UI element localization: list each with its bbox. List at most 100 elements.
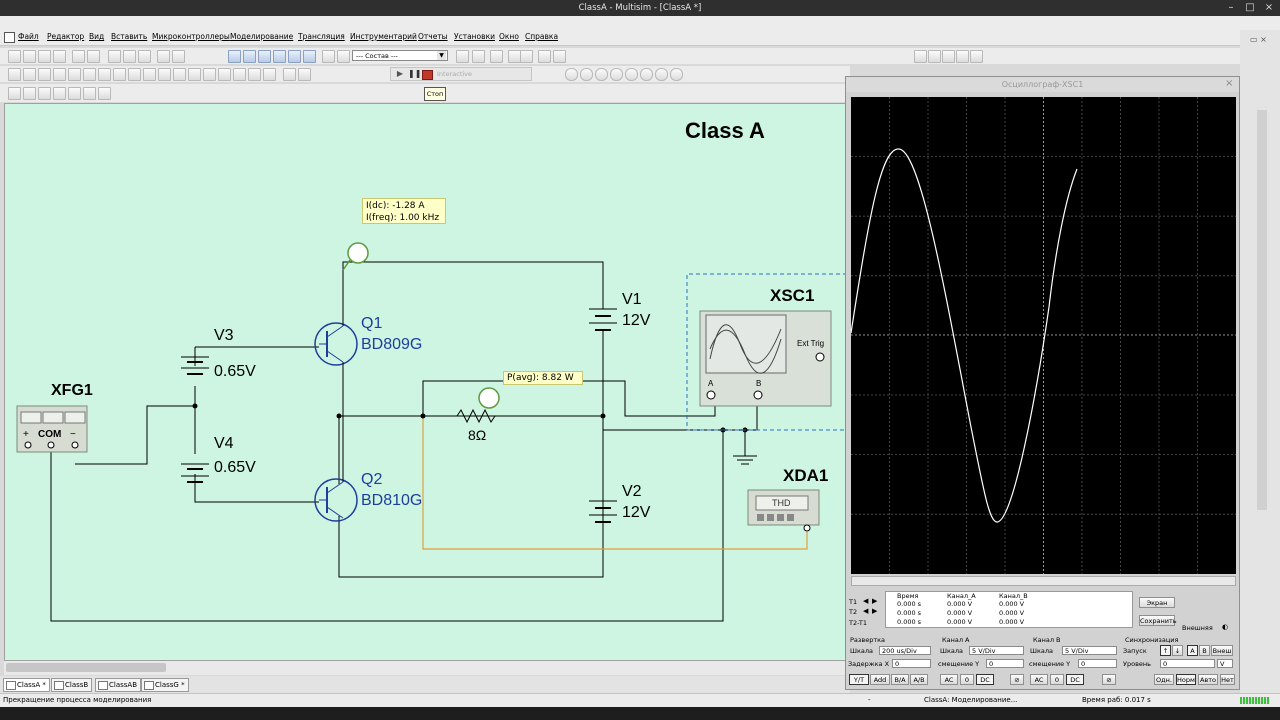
instrument-7-icon[interactable]	[98, 87, 111, 100]
channel-a-scale-input[interactable]: 5 V/Div	[969, 646, 1024, 655]
electrical-rules-icon[interactable]	[303, 50, 316, 63]
schematic-canvas[interactable]: Class A I(dc): -1.28 A I(freq): 1.00 kHz…	[4, 103, 847, 661]
forward-annotate-icon[interactable]	[337, 50, 350, 63]
probe-5-icon[interactable]	[625, 68, 638, 81]
trigger-normal-button[interactable]: Норм	[1176, 674, 1196, 685]
timebase-scale-input[interactable]: 200 us/Div	[879, 646, 931, 655]
component-group-11-icon[interactable]	[158, 68, 171, 81]
menu-edit[interactable]: Редактор	[47, 32, 85, 41]
trigger-source-b-button[interactable]: B	[1199, 645, 1210, 656]
channel-b-invert-icon[interactable]: ⊘	[1102, 674, 1116, 685]
component-group-14-icon[interactable]	[203, 68, 216, 81]
menu-window[interactable]: Окно	[499, 32, 519, 41]
run-icon[interactable]: ▶	[396, 69, 404, 78]
copy-icon[interactable]	[123, 50, 136, 63]
component-group-9-icon[interactable]	[128, 68, 141, 81]
trigger-rising-edge-icon[interactable]: ↑	[1160, 645, 1171, 656]
zoom-in-icon[interactable]	[914, 50, 927, 63]
instrument-6-icon[interactable]	[83, 87, 96, 100]
t1-left-arrow-icon[interactable]: ◀	[863, 597, 869, 605]
tool-icon[interactable]	[520, 50, 533, 63]
component-group-4-icon[interactable]	[53, 68, 66, 81]
save-button[interactable]: Сохранить	[1139, 615, 1177, 626]
redo-icon[interactable]	[172, 50, 185, 63]
mode-ab-button[interactable]: A/B	[910, 674, 928, 685]
component-group-3-icon[interactable]	[38, 68, 51, 81]
oscilloscope-scrollbar[interactable]	[851, 576, 1236, 586]
print-preview-icon[interactable]	[87, 50, 100, 63]
channel-a-zero-button[interactable]: 0	[960, 674, 974, 685]
erc-icon[interactable]	[456, 50, 469, 63]
horizontal-scrollbar[interactable]	[4, 661, 846, 675]
menu-mcu[interactable]: Микроконтроллеры	[152, 32, 230, 41]
trigger-falling-edge-icon[interactable]: ↓	[1172, 645, 1183, 656]
stop-icon[interactable]	[422, 70, 433, 80]
trigger-source-a-button[interactable]: A	[1187, 645, 1198, 656]
full-screen-icon[interactable]	[970, 50, 983, 63]
open-samples-icon[interactable]	[38, 50, 51, 63]
component-combo[interactable]: --- Состав ---▼	[352, 50, 448, 61]
component-group-6-icon[interactable]	[83, 68, 96, 81]
probe-settings-icon[interactable]	[670, 68, 683, 81]
back-annotate-icon[interactable]	[322, 50, 335, 63]
channel-b-zero-button[interactable]: 0	[1050, 674, 1064, 685]
oscilloscope-screen[interactable]	[851, 97, 1236, 574]
component-group-17-icon[interactable]	[248, 68, 261, 81]
channel-b-dc-button[interactable]: DC	[1066, 674, 1084, 685]
menu-transfer[interactable]: Трансляция	[298, 32, 345, 41]
place-wire-icon[interactable]	[298, 68, 311, 81]
component-group-12-icon[interactable]	[173, 68, 186, 81]
paste-icon[interactable]	[138, 50, 151, 63]
timebase-xpos-input[interactable]: 0	[892, 659, 931, 668]
component-group-2-icon[interactable]	[23, 68, 36, 81]
search-icon[interactable]	[538, 50, 551, 63]
component-group-7-icon[interactable]	[98, 68, 111, 81]
menu-insert[interactable]: Вставить	[111, 32, 148, 41]
zoom-area-icon[interactable]	[942, 50, 955, 63]
component-group-10-icon[interactable]	[143, 68, 156, 81]
probe-1-icon[interactable]	[565, 68, 578, 81]
close-button[interactable]: ×	[1264, 2, 1274, 13]
menu-options[interactable]: Установки	[454, 32, 495, 41]
tab-classg[interactable]: ClassG *	[141, 678, 189, 692]
new-icon[interactable]	[8, 50, 21, 63]
instrument-4-icon[interactable]	[53, 87, 66, 100]
oscilloscope-close-icon[interactable]: ×	[1225, 78, 1234, 89]
minimize-button[interactable]: –	[1228, 2, 1234, 13]
component-group-13-icon[interactable]	[188, 68, 201, 81]
probe-2-icon[interactable]	[580, 68, 593, 81]
menu-file[interactable]: Файл	[18, 32, 39, 41]
channel-a-ypos-input[interactable]: 0	[986, 659, 1024, 668]
postprocessor-icon[interactable]	[288, 50, 301, 63]
component-group-8-icon[interactable]	[113, 68, 126, 81]
open-icon[interactable]	[23, 50, 36, 63]
menu-reports[interactable]: Отчеты	[418, 32, 448, 41]
tab-classa[interactable]: ClassA *	[3, 678, 50, 692]
menu-simulate[interactable]: Моделирование	[230, 32, 294, 41]
print-icon[interactable]	[72, 50, 85, 63]
cut-icon[interactable]	[108, 50, 121, 63]
pause-icon[interactable]: ❚❚	[408, 69, 422, 78]
probe-7-icon[interactable]	[655, 68, 668, 81]
scroll-thumb[interactable]	[6, 663, 166, 672]
instrument-3-icon[interactable]	[38, 87, 51, 100]
grapher-icon[interactable]	[273, 50, 286, 63]
channel-b-scale-input[interactable]: 5 V/Div	[1062, 646, 1117, 655]
channel-a-dc-button[interactable]: DC	[976, 674, 994, 685]
probe-4-icon[interactable]	[610, 68, 623, 81]
component-group-5-icon[interactable]	[68, 68, 81, 81]
probe1-label[interactable]: I(dc): -1.28 A I(freq): 1.00 kHz	[362, 198, 446, 224]
component-group-1-icon[interactable]	[8, 68, 21, 81]
zoom-out-icon[interactable]	[928, 50, 941, 63]
pane-window-controls[interactable]: ▭ ×	[1250, 35, 1267, 44]
channel-a-ac-button[interactable]: AC	[940, 674, 958, 685]
probe-6-icon[interactable]	[640, 68, 653, 81]
channel-a-invert-icon[interactable]: ⊘	[1010, 674, 1024, 685]
t2-right-arrow-icon[interactable]: ▶	[872, 607, 878, 615]
menu-view[interactable]: Вид	[89, 32, 105, 41]
mode-yt-button[interactable]: Y/T	[849, 674, 869, 685]
trigger-level-input[interactable]: 0	[1160, 659, 1215, 668]
t2-left-arrow-icon[interactable]: ◀	[863, 607, 869, 615]
channel-b-ac-button[interactable]: AC	[1030, 674, 1048, 685]
maximize-button[interactable]: □	[1245, 2, 1255, 13]
